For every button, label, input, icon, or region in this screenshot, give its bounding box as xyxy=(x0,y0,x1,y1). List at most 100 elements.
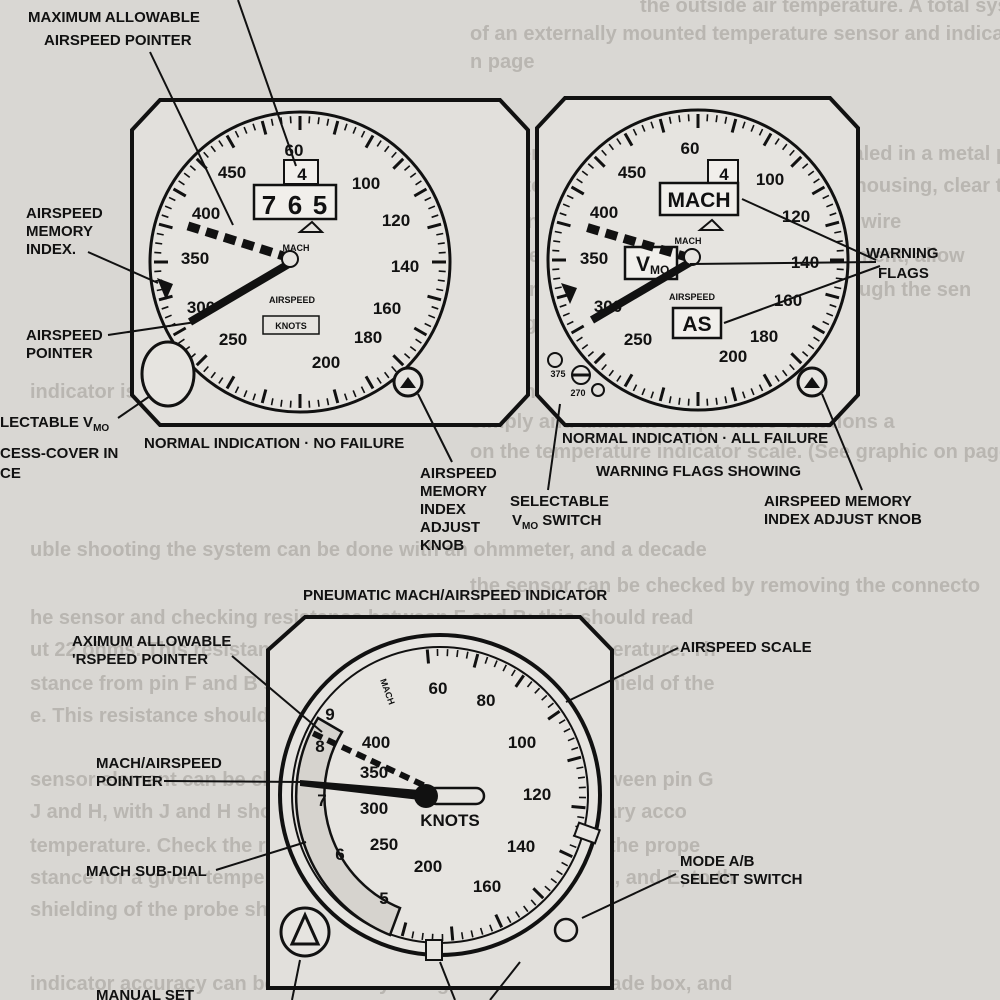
scale-tick xyxy=(811,185,826,196)
bt-label-max-1: AXIMUM ALLOWABLE xyxy=(72,633,231,650)
scale-tick xyxy=(425,649,430,664)
scale-tick xyxy=(376,140,382,147)
scale-tick xyxy=(210,145,217,153)
bt-label-max-2: 'RSPEED POINTER xyxy=(72,651,208,668)
scale-tick xyxy=(715,115,718,123)
scale-tick xyxy=(183,172,191,179)
scale-tick xyxy=(829,303,837,308)
bt-mode-select-switch[interactable] xyxy=(553,917,579,943)
tr-as-flag-box xyxy=(671,306,723,340)
bt-label-scale: AIRSPEED SCALE xyxy=(680,639,812,656)
scale-tick xyxy=(164,205,172,210)
mach-5: 5 xyxy=(379,889,388,908)
tr-label-knob-1: AIRSPEED MEMORY xyxy=(764,493,912,510)
bt-outer-100: 100 xyxy=(508,733,536,752)
mach-9: 9 xyxy=(325,705,334,724)
tl-scale-250: 250 xyxy=(219,330,247,349)
bt-leader-mach-as xyxy=(163,780,303,783)
tl-label-vmo-1: LECTABLE VMO xyxy=(0,414,109,434)
tr-vmo-switch-375[interactable] xyxy=(547,352,563,368)
bt-inner-300: 300 xyxy=(360,799,388,818)
scale-tick xyxy=(822,320,830,326)
tl-scale-180: 180 xyxy=(354,328,382,347)
scale-tick xyxy=(431,305,439,310)
tr-knob-arrow-icon xyxy=(804,377,820,388)
scale-tick xyxy=(243,126,248,134)
scale-tick xyxy=(801,163,809,169)
scale-tick xyxy=(383,371,390,379)
tl-mach-mark xyxy=(297,220,325,233)
scale-tick xyxy=(484,656,489,664)
tr-caption-1: NORMAL INDICATION · ALL FAILURE xyxy=(562,430,828,447)
bt-outer-160: 160 xyxy=(473,877,501,896)
scale-tick xyxy=(781,369,788,377)
tr-label-warning-1: WARNING xyxy=(866,245,939,262)
scale-tick xyxy=(424,196,432,202)
scale-tick xyxy=(243,390,248,398)
scale-tick xyxy=(750,124,755,132)
scale-tick xyxy=(556,870,563,876)
scale-tick xyxy=(790,352,803,365)
bt-outer-80: 80 xyxy=(477,691,496,710)
tl-label-mem-2: MEMORY xyxy=(26,223,93,240)
scale-tick xyxy=(668,116,672,124)
scale-tick xyxy=(252,123,257,131)
scale-tick xyxy=(421,932,424,941)
scale-tick xyxy=(210,371,217,379)
scale-tick xyxy=(813,178,820,184)
scale-tick xyxy=(834,230,842,234)
bt-leader-manual xyxy=(291,959,301,1000)
tr-leader-warning-vmo xyxy=(689,261,877,265)
scale-tick xyxy=(260,389,268,404)
scale-tick xyxy=(502,664,507,672)
scale-tick xyxy=(203,151,209,159)
scale-tick xyxy=(632,384,638,392)
background-text-line: the outside air temperature. A total sys… xyxy=(640,0,1000,17)
scale-tick xyxy=(601,363,607,371)
top-left-dial-face xyxy=(148,110,452,414)
scale-tick xyxy=(835,277,843,280)
tr-leader-warning-as xyxy=(723,265,881,324)
bt-bottom-index xyxy=(425,939,443,961)
tr-label-switch-1: SELECTABLE xyxy=(510,493,609,510)
tl-leader-knob xyxy=(417,393,453,463)
bt-label-mach-as-2: POINTER xyxy=(96,773,163,790)
bt-leader-subdial xyxy=(215,841,307,871)
tr-leader-knob xyxy=(821,393,863,491)
tl-pointer-hub xyxy=(281,250,299,268)
scale-tick xyxy=(587,351,595,357)
scale-tick xyxy=(658,387,666,402)
scale-tick xyxy=(608,143,615,151)
scale-tick xyxy=(332,389,340,404)
tr-scale-400: 400 xyxy=(590,203,618,222)
scale-tick xyxy=(415,180,422,186)
tl-counter-digit-1: 7 xyxy=(262,190,276,220)
bt-mode-indicator xyxy=(572,821,602,845)
tl-mach-label: MACH xyxy=(283,243,310,253)
scale-tick xyxy=(826,312,834,317)
scale-tick xyxy=(781,143,788,151)
scale-tick xyxy=(758,128,764,136)
scale-tick xyxy=(526,681,533,688)
scale-tick xyxy=(411,931,415,939)
scale-tick xyxy=(428,205,436,210)
scale-tick xyxy=(825,292,840,300)
tr-scale-100: 100 xyxy=(756,170,784,189)
tl-knob-arrow-icon xyxy=(400,377,416,388)
scale-tick xyxy=(178,180,185,186)
tr-switch-375-label: 375 xyxy=(550,369,565,379)
scale-tick xyxy=(789,363,795,371)
tl-counter-top-digit: 4 xyxy=(297,165,307,184)
tl-memory-index-bug xyxy=(157,278,173,300)
scale-tick xyxy=(164,314,172,319)
tr-vmo-switch-270[interactable] xyxy=(591,383,605,397)
bottom-instrument: MACH 9 8 7 6 5 60 80 100 120 140 160 400… xyxy=(266,615,614,990)
tl-leader-ptr xyxy=(107,321,197,336)
scale-tick xyxy=(826,203,834,208)
scale-tick xyxy=(530,899,537,906)
scale-tick xyxy=(559,303,567,308)
background-text-line: the sensor can be checked by removing th… xyxy=(470,575,980,597)
scale-tick xyxy=(825,220,840,228)
bt-outer-120: 120 xyxy=(523,785,551,804)
tr-leader-switch xyxy=(547,403,561,491)
